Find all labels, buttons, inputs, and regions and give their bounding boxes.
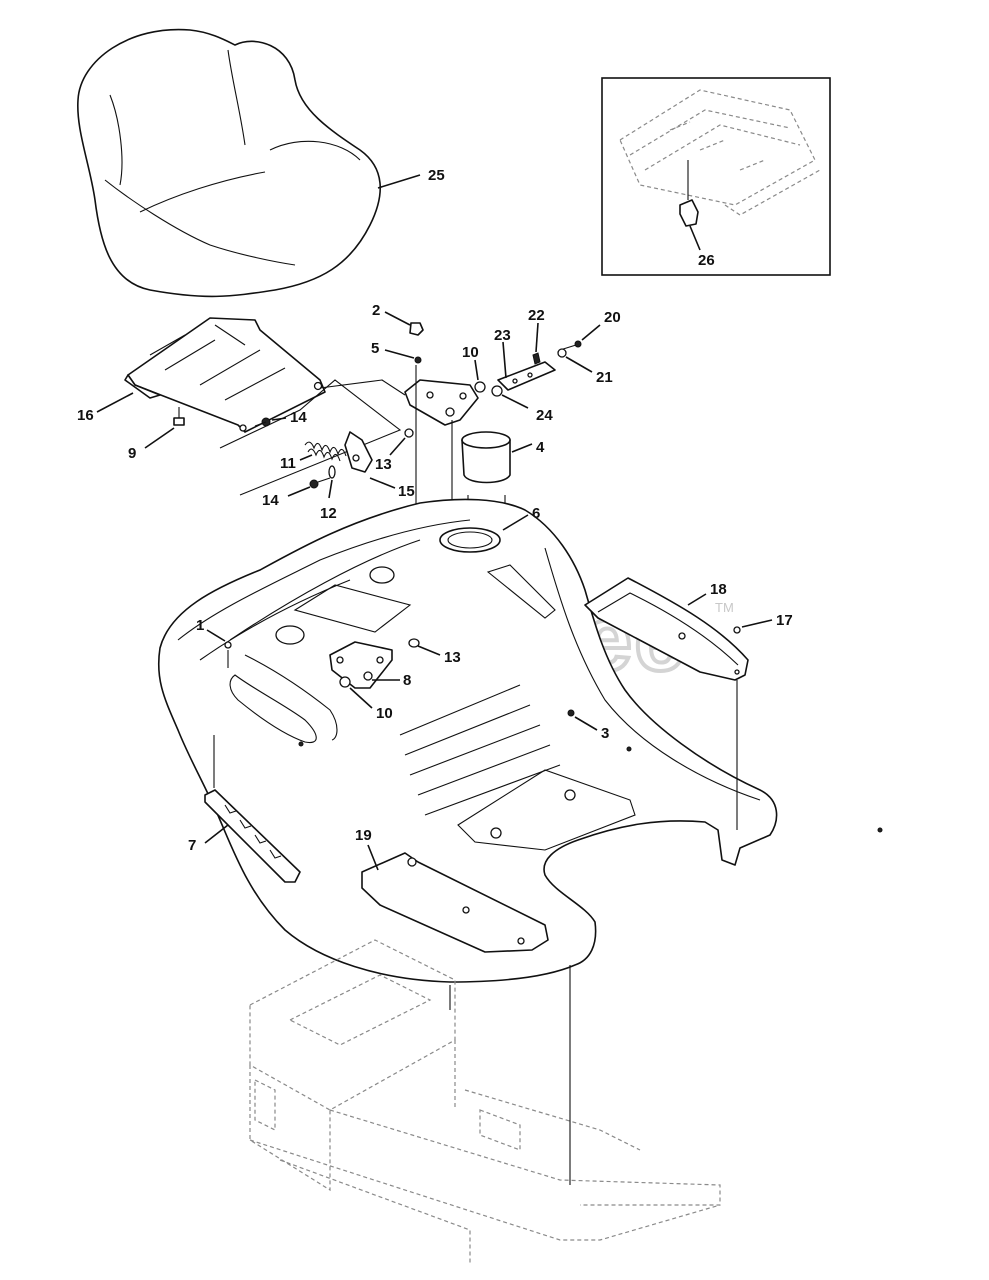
leader-24 [501, 394, 529, 409]
bracket-part-8 [329, 641, 393, 689]
bolt-part-9 [173, 407, 185, 426]
callout-7: 7 [188, 837, 196, 854]
watermark-trademark: TM [715, 600, 734, 615]
pin-part-22 [532, 352, 541, 365]
callout-14a: 14 [290, 409, 307, 426]
fastener-part-3 [567, 709, 575, 717]
washer-part-13a [404, 428, 414, 438]
nut-part-2 [409, 322, 424, 336]
fastener-part-1 [224, 641, 232, 649]
callout-6: 6 [532, 505, 540, 522]
bushing-part-24 [491, 385, 503, 397]
leader-26 [689, 225, 701, 251]
callout-18: 18 [710, 581, 727, 598]
bolt-part-14a [254, 417, 271, 427]
leader-21 [565, 356, 593, 373]
inset-box [601, 77, 831, 276]
leader-13a [389, 437, 406, 456]
washer-part-13b [408, 638, 420, 648]
latch-plate-part-23 [497, 361, 556, 391]
leader-22 [535, 322, 539, 353]
callout-25: 25 [428, 167, 445, 184]
callout-12: 12 [320, 505, 337, 522]
callout-10b: 10 [376, 705, 393, 722]
callout-26: 26 [698, 252, 715, 269]
leader-15 [369, 477, 396, 489]
callout-24: 24 [536, 407, 553, 424]
callout-15: 15 [398, 483, 415, 500]
leader-7 [204, 824, 229, 844]
bumper-part-26 [679, 199, 699, 227]
callout-22: 22 [528, 307, 545, 324]
leader-14b [287, 486, 311, 497]
callout-2: 2 [372, 302, 380, 319]
bushing-part-10b [339, 676, 351, 688]
leader-17 [741, 619, 773, 628]
leader-20 [581, 324, 601, 341]
frame-outline [249, 939, 721, 1265]
washer-part-5 [414, 356, 422, 364]
callout-13a: 13 [375, 456, 392, 473]
callout-9: 9 [128, 445, 136, 462]
seat-part-25 [77, 28, 381, 298]
leader-2 [384, 311, 411, 326]
leader-25 [377, 174, 421, 189]
washer-part-12 [328, 465, 336, 479]
leader-5 [384, 349, 415, 359]
mat-part-18 [584, 577, 749, 681]
leader-23 [502, 341, 507, 379]
leader-10b [349, 687, 373, 709]
cup-holder-part-4 [461, 431, 511, 484]
callout-19: 19 [355, 827, 372, 844]
fender-part-6 [157, 498, 883, 983]
callout-4: 4 [536, 439, 545, 456]
callout-10a: 10 [462, 344, 479, 361]
leader-11 [299, 454, 313, 461]
leader-1 [206, 629, 226, 642]
bushing-part-10a [474, 381, 486, 393]
seat-pan-part-16 [124, 317, 326, 433]
leader-18 [687, 593, 707, 606]
callout-16: 16 [77, 407, 94, 424]
callout-13b: 13 [444, 649, 461, 666]
leader-13b [417, 645, 441, 656]
callout-21: 21 [596, 369, 613, 386]
callout-8: 8 [403, 672, 411, 689]
spring-part-11 [304, 441, 347, 462]
leader-10a [474, 359, 479, 381]
fastener-part-17 [733, 626, 741, 634]
callout-20: 20 [604, 309, 621, 326]
washer-part-21 [557, 348, 567, 358]
callout-3: 3 [601, 725, 609, 742]
leader-19 [367, 844, 379, 871]
mat-part-19 [361, 852, 549, 953]
callout-14b: 14 [262, 492, 279, 509]
leader-9 [144, 427, 175, 449]
leader-3 [574, 716, 598, 731]
callout-5: 5 [371, 340, 379, 357]
callout-17: 17 [776, 612, 793, 629]
callout-11: 11 [280, 455, 296, 472]
leader-12 [328, 479, 333, 499]
leader-6 [502, 514, 529, 531]
hinge-bracket [404, 379, 479, 426]
adjuster-plate-part-7 [204, 789, 301, 883]
callout-1: 1 [196, 617, 204, 634]
leader-4 [511, 443, 533, 453]
leader-16 [96, 392, 134, 413]
latch-part-15 [344, 431, 373, 473]
bolt-part-14b [309, 477, 331, 489]
callout-23: 23 [494, 327, 511, 344]
